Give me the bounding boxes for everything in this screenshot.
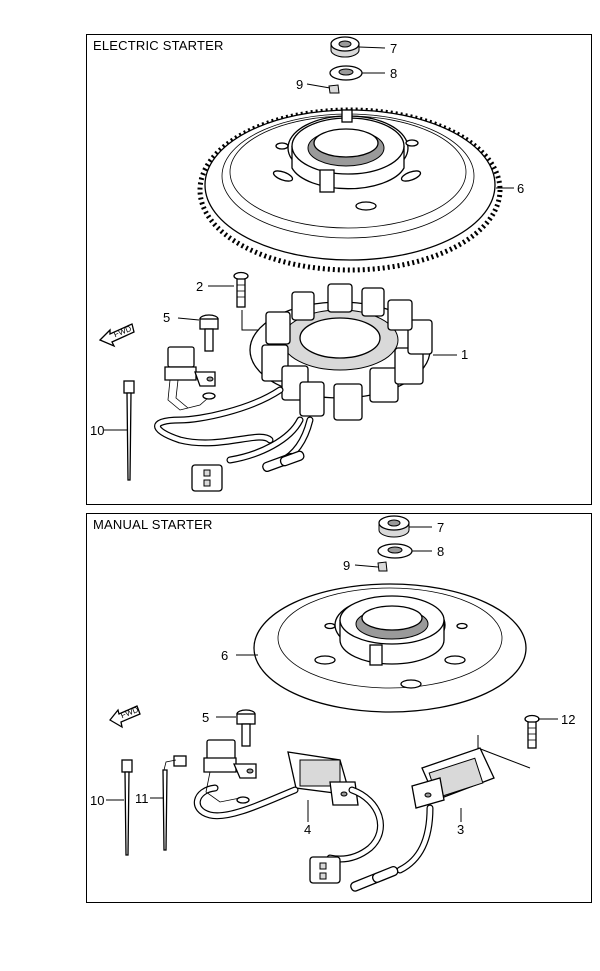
callout-3-bottom: 3: [457, 822, 464, 837]
nut-part: [378, 515, 410, 538]
callout-4-bottom: 4: [304, 822, 311, 837]
callout-7-bottom: 7: [437, 520, 444, 535]
callout-10-bottom: 10: [90, 793, 104, 808]
cable-tie-part: [121, 759, 133, 856]
cable-tie-part: [162, 755, 187, 851]
callout-7-top: 7: [390, 41, 397, 56]
callout-5-bottom: 5: [202, 710, 209, 725]
callout-10-top: 10: [90, 423, 104, 438]
callout-6-top: 6: [517, 181, 524, 196]
bolt-part: [236, 709, 256, 747]
ignition-coil-part: [411, 747, 495, 809]
callout-8-bottom: 8: [437, 544, 444, 559]
key-part: [377, 561, 388, 572]
manual-starter-panel: MANUAL STARTER: [86, 513, 592, 903]
nut-part: [330, 36, 360, 58]
screw-part: [233, 271, 249, 308]
callout-2-top: 2: [196, 279, 203, 294]
panel-title-electric: ELECTRIC STARTER: [93, 38, 224, 53]
washer-part: [329, 65, 363, 81]
fwd-arrow-icon: FWD: [109, 705, 141, 729]
key-part: [328, 84, 340, 94]
wiring-harness-bottom: [194, 739, 434, 892]
bolt-part: [199, 314, 219, 352]
wiring-harness-top: [154, 346, 314, 492]
fwd-arrow-icon: FWD: [98, 323, 135, 348]
panel-title-manual: MANUAL STARTER: [93, 517, 213, 532]
cable-tie-part: [123, 380, 135, 481]
screw-part: [524, 714, 540, 749]
callout-9-top: 9: [296, 77, 303, 92]
washer-part: [377, 543, 413, 559]
flywheel: [253, 583, 527, 713]
lighting-coil-part: [287, 751, 359, 806]
callout-5-top: 5: [163, 310, 170, 325]
callout-12-bottom: 12: [561, 712, 575, 727]
callout-1-top: 1: [461, 347, 468, 362]
callout-9-bottom: 9: [343, 558, 350, 573]
flywheel-ring-gear: [197, 107, 503, 273]
callout-8-top: 8: [390, 66, 397, 81]
callout-11-bottom: 11: [135, 791, 149, 806]
callout-6-bottom: 6: [221, 648, 228, 663]
stator-coil-assembly: [249, 283, 433, 421]
